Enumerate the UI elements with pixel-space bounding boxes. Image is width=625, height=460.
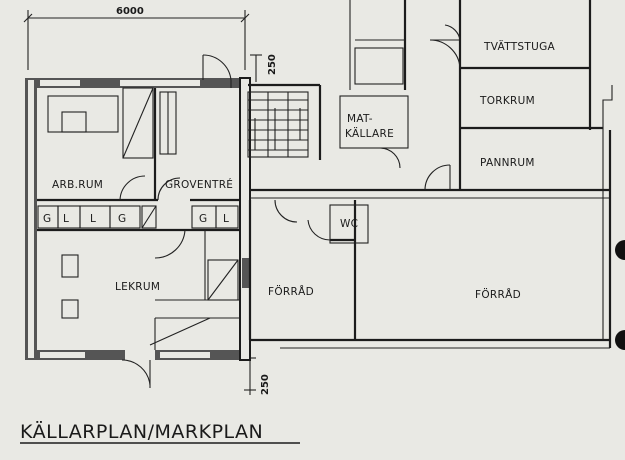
dimension-bottom-label: 250 <box>260 374 271 395</box>
fixture-row-left: G L L G <box>37 205 157 229</box>
binder-hole-bottom <box>615 330 625 350</box>
fixture-label-5: G <box>199 213 207 225</box>
left-house-interior <box>37 87 240 388</box>
room-wc: WC <box>340 218 358 230</box>
fixture-row-right: G L <box>191 205 239 229</box>
room-matkallare-line1: MAT- <box>347 113 373 125</box>
dimension-width-label: 6000 <box>116 6 144 17</box>
room-arb-rum: ARB.RUM <box>52 179 103 191</box>
staircase <box>247 91 309 158</box>
front-door <box>202 54 232 88</box>
room-torkrum: TORKRUM <box>479 95 535 107</box>
drawing-title: KÄLLARPLAN/MARKPLAN <box>20 420 263 443</box>
fixture-label-3: L <box>90 213 96 225</box>
dimension-250-top: 250 <box>250 54 278 82</box>
room-lekrum: LEKRUM <box>115 281 160 293</box>
fixture-g-2 <box>109 205 141 229</box>
fixture-label-1: G <box>43 213 51 225</box>
fixture-label-2: L <box>63 213 69 225</box>
dimension-stair-label: 250 <box>267 54 278 75</box>
binder-hole-top <box>615 240 625 260</box>
room-tvattstuga: TVÄTTSTUGA <box>483 40 556 53</box>
room-forrad-small: FÖRRÅD <box>268 285 314 298</box>
right-building-walls <box>248 0 613 349</box>
room-forrad-large: FÖRRÅD <box>475 288 521 301</box>
fixture-label-4: G <box>118 213 126 225</box>
room-pannrum: PANNRUM <box>480 157 535 169</box>
room-groventre: GROVENTRÉ <box>165 178 233 191</box>
room-matkallare-line2: KÄLLARE <box>345 127 394 140</box>
fixture-l-3 <box>215 205 239 229</box>
fixture-label-6: L <box>223 213 229 225</box>
dimension-6000: 6000 <box>23 6 250 70</box>
